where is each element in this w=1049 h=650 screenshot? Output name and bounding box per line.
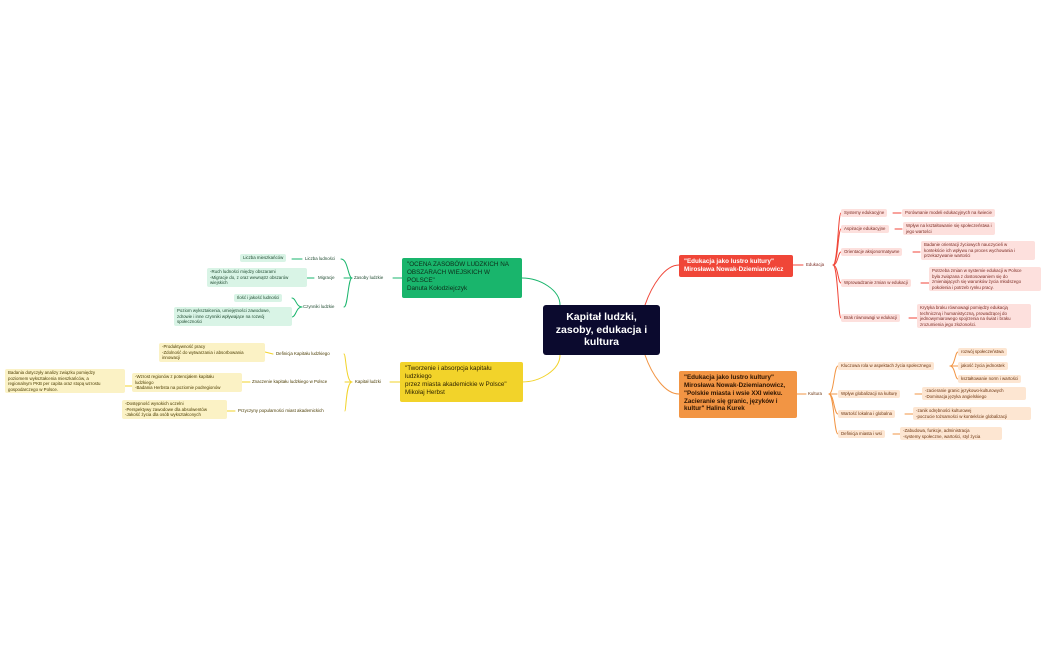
topic-migracje[interactable]: Migracje <box>318 275 335 280</box>
detail-ksztaltowanie-norm[interactable]: kształtowanie norm i wartości <box>958 375 1022 383</box>
topic-kluczowa-rola[interactable]: Kluczowa rola w aspektach życia społeczn… <box>838 362 935 370</box>
topic-wartosc-lokalna-globalna[interactable]: Wartość lokalna i globalna <box>838 410 896 418</box>
branch-polskie-miasta[interactable]: "Edukacja jako lustro kultury" Mirosława… <box>679 371 797 418</box>
topic-brak-rownowagi[interactable]: Brak równowagi w edukacji <box>841 314 900 322</box>
topic-znaczenie-kapitalu[interactable]: Znaczenie kapitału ludzkiego w Polsce <box>252 379 328 384</box>
topic-definicja-miasta-wsi[interactable]: Definicja miasta i wsi <box>838 430 885 438</box>
link-root-red <box>644 264 680 306</box>
link-root-yellow <box>521 354 561 383</box>
topic-wprowadzanie-zmian[interactable]: Wprowadzanie zmian w edukacji <box>841 279 911 287</box>
link-root-green <box>521 277 561 306</box>
detail-ilosc-jakosc[interactable]: Ilość i jakość ludności <box>234 294 283 302</box>
detail-wplyw-globalizacji[interactable]: -zacieranie granic językowo-kulturowych … <box>922 387 1026 400</box>
branch-edukacja-lustro[interactable]: "Edukacja jako lustro kultury" Mirosława… <box>679 255 793 277</box>
detail-systemy-edukacyjne[interactable]: Porównanie modeli edukacyjnych na świeci… <box>902 209 995 217</box>
detail-wprowadzanie-zmian[interactable]: Potrzeba zmian w systemie edukacji w Pol… <box>929 267 1041 291</box>
detail-przyczyny-popularnosci[interactable]: -Dostępność wysokich uczelni -Perspektyw… <box>122 400 227 419</box>
detail-aspiracje-edukacyjne[interactable]: Wpływ na kształtowanie się społeczeństwa… <box>903 222 995 235</box>
detail-poziom-wyksztalcenia[interactable]: Poziom wykształcenia, umiejętności zawod… <box>174 307 292 326</box>
topic-orientacje-aksjonormatywne[interactable]: Orientacje aksjonormatywne <box>841 248 903 256</box>
detail-rozwoj-spoleczenstwa[interactable]: rozwój społeczeństwa <box>958 348 1007 356</box>
link-root-orange <box>644 354 680 395</box>
detail-definicja-miasta-wsi[interactable]: -Zabudowa, funkcje, administracja -syste… <box>900 427 1002 440</box>
branch-zasoby-wiejskie[interactable]: "OCENA ZASOBÓW LUDZKICH NA OBSZARACH WIE… <box>402 258 522 298</box>
topic-przyczyny-popularnosci[interactable]: Przyczyny popularności miast akademickic… <box>238 408 324 413</box>
topic-wplyw-globalizacji[interactable]: Wpływ globalizacji na kulturę <box>838 390 901 398</box>
detail-liczba-mieszkancow[interactable]: Liczba mieszkańców <box>240 254 287 262</box>
detail-orientacje-aksjonormatywne[interactable]: Badanie orientacji życiowych nauczycieli… <box>921 241 1035 260</box>
topic-czynniki-ludzkie[interactable]: Czynniki ludzkie <box>303 304 335 309</box>
topic-kultura[interactable]: Kultura <box>808 391 822 396</box>
detail-definicja-kapitalu[interactable]: -Produktywność pracy -Zdolność do wytwar… <box>159 343 265 362</box>
topic-kapital-ludzki[interactable]: Kapitał ludzki <box>355 379 381 384</box>
detail-znaczenie-kapitalu[interactable]: -Wzrost regionów z potencjałem kapitału … <box>132 373 242 392</box>
detail-migracje[interactable]: -Ruch ludności między obszarami -Migracj… <box>207 268 307 287</box>
topic-definicja-kapitalu[interactable]: Definicja Kapitału ludzkiego <box>276 351 330 356</box>
topic-liczba-ludnosci[interactable]: Liczba ludności <box>305 256 336 261</box>
topic-edukacja[interactable]: Edukacja <box>806 262 825 267</box>
topic-aspiracje-edukacyjne[interactable]: Aspiracje edukacyjne <box>841 225 889 233</box>
topic-zasoby-ludzkie[interactable]: Zasoby ludzkie <box>354 275 384 280</box>
detail-wartosc-lokalna-globalna[interactable]: -zanik odrębności kulturowej -poczucie t… <box>913 407 1031 420</box>
root-node[interactable]: Kapitał ludzki, zasoby, edukacja i kultu… <box>543 305 660 355</box>
detail-brak-rownowagi[interactable]: Krytyka braku równowagi pomiędzy edukacj… <box>917 304 1031 328</box>
topic-systemy-edukacyjne[interactable]: Systemy edukacyjne <box>841 209 888 217</box>
branch-miasta-akademickie[interactable]: "Tworzenie i absorpcja kapitału ludzkieg… <box>400 362 523 402</box>
detail-badania-herbsta[interactable]: Badania dotyczyły analizy związku pomięd… <box>5 369 125 393</box>
detail-jakosc-zycia[interactable]: jakość życia jednostek <box>958 362 1008 370</box>
